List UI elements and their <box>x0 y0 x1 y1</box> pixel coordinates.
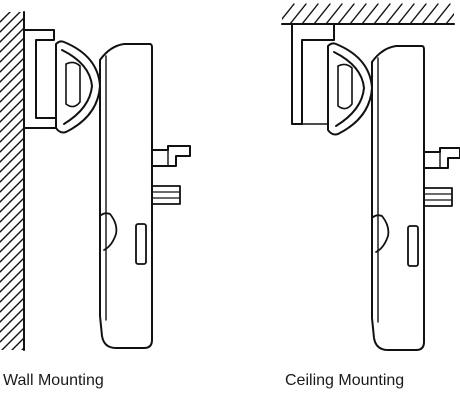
ceiling-hatch-line <box>282 3 295 21</box>
wall-hatch-line <box>0 197 24 223</box>
wall-hatch-line <box>0 27 24 53</box>
ceiling-hatch-line <box>289 3 307 24</box>
wall-hatch-line <box>0 277 24 303</box>
wall-mounting-figure <box>0 11 191 351</box>
ceiling-mounting-caption: Ceiling Mounting <box>285 372 405 389</box>
wall-hatch-line <box>0 207 24 233</box>
wall-hatch-line <box>0 177 24 203</box>
ceiling-mounting-figure <box>281 3 460 351</box>
ceiling-hatch-line <box>445 12 454 24</box>
wall-hatch-line <box>0 227 24 253</box>
wall-surface <box>0 11 25 351</box>
wall-hatch-line <box>0 257 24 283</box>
wall-mounting-caption: Wall Mounting <box>3 372 104 389</box>
wall-hatch-line <box>1 327 24 350</box>
wall-hatch-line <box>0 137 24 163</box>
wall-bracket <box>23 29 57 129</box>
wall-hatch-line <box>0 167 24 193</box>
ceiling-hatch-line <box>337 3 355 24</box>
ceiling-hatch-line <box>397 3 415 24</box>
wall-hatch-line <box>0 67 24 93</box>
ceiling-bracket <box>291 23 335 125</box>
wall-hatch-line <box>0 12 11 23</box>
ceiling-hatch-line <box>349 3 367 24</box>
wall-hatch-line <box>0 12 21 33</box>
wall-hatch-line <box>0 247 24 273</box>
wall-hatch-line <box>0 107 24 133</box>
ceiling-hatch-line <box>433 3 451 24</box>
wall-hatch-line <box>0 217 24 243</box>
ceiling-hatch-line <box>373 3 391 24</box>
wall-hatch-line <box>0 117 24 143</box>
ceiling-hatch-line <box>421 3 439 24</box>
wall-hatch-line <box>0 57 24 83</box>
wall-hatch-line <box>21 347 24 350</box>
wall-hatch-line <box>0 147 24 173</box>
ceiling-hatch-line <box>325 3 343 24</box>
ceiling-surface <box>281 3 455 25</box>
wall-hatch-line <box>0 17 24 43</box>
ceiling-hatch-line <box>385 3 403 24</box>
wall-hatch-line <box>0 297 24 323</box>
ceiling-swivel-mount <box>301 42 373 136</box>
ceiling-device-body <box>371 45 425 351</box>
wall-hatch-line <box>0 287 24 313</box>
wall-hatch-line <box>0 317 24 343</box>
wall-hatch-line <box>0 237 24 263</box>
ceiling-hatch-line <box>361 3 379 24</box>
wall-hatch-line <box>0 47 24 73</box>
wall-hatch-line <box>0 157 24 183</box>
wall-hatch-line <box>0 87 24 113</box>
wall-hatch-line <box>0 127 24 153</box>
wall-hatch-line <box>0 77 24 103</box>
ceiling-hatch-line <box>313 3 331 24</box>
wall-hatch-line <box>0 37 24 63</box>
wall-hatch-line <box>0 187 24 213</box>
ceiling-hatch-line <box>409 3 427 24</box>
wall-hatch-line <box>11 337 24 350</box>
wall-hatch-line <box>0 267 24 293</box>
ceiling-hatch-line <box>301 3 319 24</box>
device-body <box>99 43 153 349</box>
wall-hatch-line <box>0 97 24 123</box>
ceiling-side-connector <box>423 147 460 207</box>
swivel-mount <box>55 40 101 134</box>
wall-hatch-line <box>0 307 24 333</box>
side-connector <box>151 145 191 205</box>
